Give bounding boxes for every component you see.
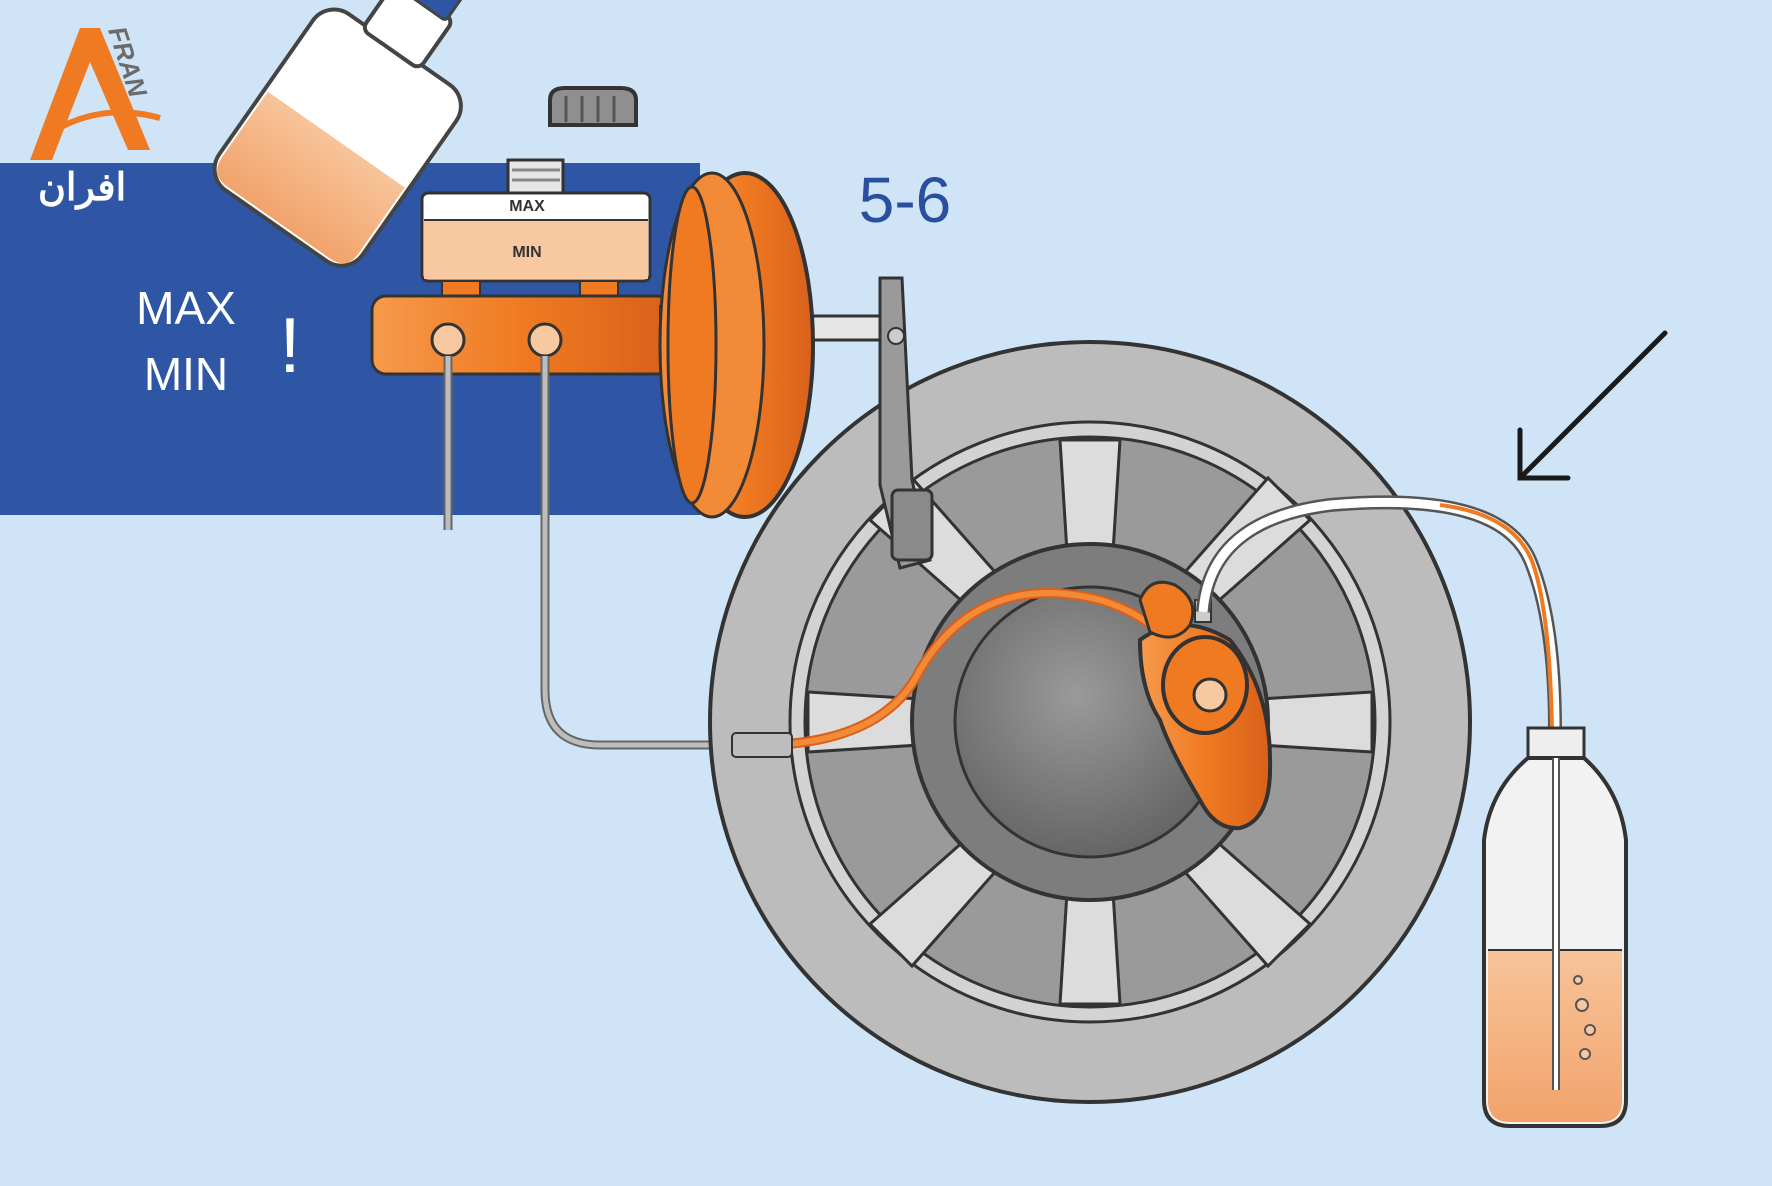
brake-booster-icon xyxy=(658,171,882,519)
brake-fluid-bottle-icon xyxy=(212,0,463,268)
line-fitting xyxy=(731,732,793,758)
reservoir-max-label: MAX xyxy=(509,198,545,215)
brake-pedal-icon xyxy=(878,276,934,570)
bleeder-hose-fluid xyxy=(1439,503,1554,731)
side-note-min: MIN xyxy=(144,348,228,400)
logo-script-text: افران xyxy=(38,167,126,210)
pointer-arrow-icon xyxy=(1517,330,1668,481)
reservoir-cap-icon xyxy=(548,86,638,127)
side-note-max: MAX xyxy=(136,282,236,334)
warning-mark: ! xyxy=(279,301,301,389)
rear-brake-line-core xyxy=(542,356,740,748)
catch-bottle-icon xyxy=(1482,726,1628,1128)
reservoir-min-label: MIN xyxy=(512,244,541,261)
caliper-line-core xyxy=(739,590,1178,749)
step-label: 5-6 xyxy=(859,164,952,236)
wheel-icon xyxy=(708,340,1472,1104)
